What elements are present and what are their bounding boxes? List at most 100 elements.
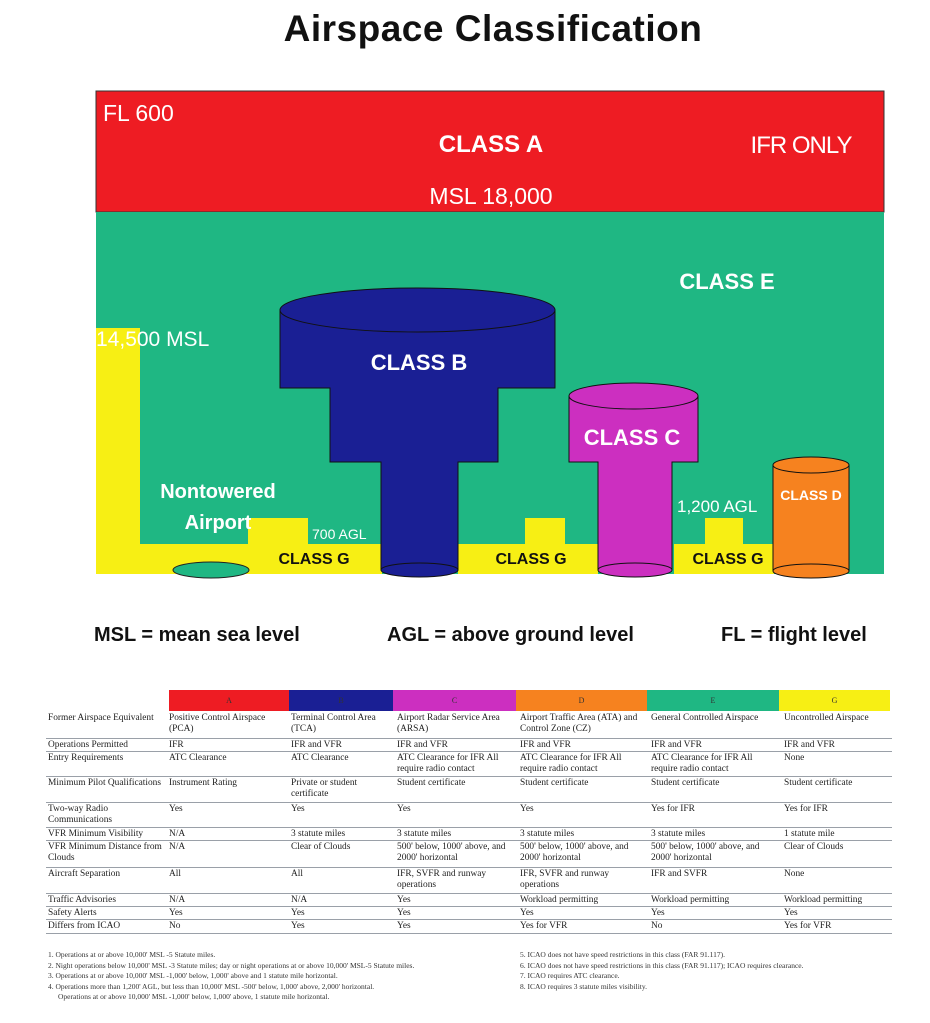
table-cell: 3 statute miles <box>291 829 346 839</box>
table-cell: Yes for VFR <box>520 921 568 931</box>
footnote: 7. ICAO requires ATC clearance. <box>520 971 620 980</box>
page-title: Airspace Classification <box>283 8 703 49</box>
table-cell: Clear of Clouds <box>784 842 844 852</box>
classification-table: Former Airspace Equivalent Positive Cont… <box>46 712 892 934</box>
class-g-layer <box>96 328 774 574</box>
table-cell: None <box>784 753 805 763</box>
table-cell: Private or student certificate <box>291 778 358 799</box>
class-e-label: CLASS E <box>679 269 774 294</box>
table-cell: N/A <box>169 842 186 852</box>
class-b-label: CLASS B <box>371 350 468 375</box>
table-cell: ATC Clearance <box>169 753 227 763</box>
class-d-label: CLASS D <box>780 487 841 503</box>
class-b-structure <box>279 287 556 578</box>
table-cell: 500' below, 1000' above, and 2000' horiz… <box>397 842 506 863</box>
row-label: Aircraft Separation <box>48 869 121 879</box>
table-cell: Workload permitting <box>651 895 730 905</box>
airspace-diagram: FL 600 CLASS A IFR ONLY MSL 18,000 CLASS… <box>95 90 885 579</box>
table-cell: IFR and VFR <box>784 740 835 750</box>
table-cell: Student certificate <box>520 778 589 788</box>
class-c-structure <box>568 382 699 578</box>
footnote: 3. Operations at or above 10,000' MSL -1… <box>48 971 338 980</box>
table-cell: Student certificate <box>784 778 853 788</box>
row-label: Safety Alerts <box>48 908 97 918</box>
table-cell: IFR and SVFR <box>651 869 708 879</box>
table-row: VFR Minimum Distance from Clouds N/A Cle… <box>46 841 892 868</box>
table-row: Two-way Radio Communications Yes Yes Yes… <box>46 803 892 828</box>
table-cell: Yes <box>169 908 183 918</box>
table-cell: 500' below, 1000' above, and 2000' horiz… <box>651 842 760 863</box>
legend-msl: MSL = mean sea level <box>94 624 300 646</box>
table-row: Differs from ICAO No Yes Yes Yes for VFR… <box>46 920 892 934</box>
table-cell: ATC Clearance for IFR All require radio … <box>651 753 753 774</box>
footnote: 1. Operations at or above 10,000' MSL -5… <box>48 950 216 959</box>
table-cell: N/A <box>291 895 308 905</box>
row-label: Differs from ICAO <box>48 921 121 931</box>
ifr-only-label: IFR ONLY <box>751 132 853 159</box>
table-cell: IFR <box>169 740 184 750</box>
table-row: Safety Alerts Yes Yes Yes Yes Yes Yes <box>46 907 892 920</box>
table-row: Operations Permitted IFR IFR and VFR IFR… <box>46 739 892 752</box>
table-cell: 3 statute miles <box>651 829 706 839</box>
footnote: 6. ICAO does not have speed restrictions… <box>520 960 804 970</box>
footnote: 5. ICAO does not have speed restrictions… <box>520 950 725 959</box>
class-a-band <box>95 90 885 213</box>
table-cell: Workload permitting <box>520 895 599 905</box>
table-cell: IFR and VFR <box>397 740 448 750</box>
table-cell: ATC Clearance <box>291 753 349 763</box>
class-a-header: A <box>169 690 289 711</box>
table-cell: IFR and VFR <box>291 740 342 750</box>
footnotes-left: 1. Operations at or above 10,000' MSL -5… <box>48 950 414 1003</box>
msl-14500-label: 14,500 MSL <box>96 328 209 351</box>
footnotes-right: 5. ICAO does not have speed restrictions… <box>520 950 803 992</box>
footnote: Operations at or above 10,000' MSL -1,00… <box>58 992 330 1001</box>
table-cell: Clear of Clouds <box>291 842 351 852</box>
table-cell: Instrument Rating <box>169 778 237 788</box>
class-e-header: E <box>647 690 779 711</box>
table-cell: Student certificate <box>397 778 466 788</box>
table-cell: Yes <box>651 908 665 918</box>
table-row: Traffic Advisories N/A N/A Yes Workload … <box>46 894 892 907</box>
nontowered-airport-disk <box>172 561 250 579</box>
row-label: Former Airspace Equivalent <box>48 713 154 723</box>
table-row: Aircraft Separation All All IFR, SVFR an… <box>46 868 892 894</box>
table-cell: Yes <box>520 804 534 814</box>
table-cell: All <box>291 869 303 879</box>
row-label: Entry Requirements <box>48 753 124 763</box>
class-g-label-1: CLASS G <box>278 551 349 568</box>
agl-700-label: 700 AGL <box>312 526 367 542</box>
table-cell: Yes <box>397 895 411 905</box>
table-cell: No <box>169 921 181 931</box>
row-label: Operations Permitted <box>48 740 128 750</box>
table-cell: Terminal Control Area (TCA) <box>291 713 376 734</box>
class-d-structure <box>772 456 850 579</box>
legend-fl: FL = flight level <box>721 624 867 646</box>
table-cell: ATC Clearance for IFR All require radio … <box>397 753 499 774</box>
table-cell: 3 statute miles <box>397 829 452 839</box>
table-row: Entry Requirements ATC Clearance ATC Cle… <box>46 752 892 777</box>
table-cell: IFR and VFR <box>520 740 571 750</box>
table-cell: Yes <box>784 908 798 918</box>
table-cell: Uncontrolled Airspace <box>784 713 869 723</box>
table-cell: Workload permitting <box>784 895 863 905</box>
table-cell: Yes for VFR <box>784 921 832 931</box>
table-cell: Airport Radar Service Area (ARSA) <box>397 713 500 734</box>
footnote: 2. Night operations below 10,000' MSL -3… <box>48 960 415 970</box>
msl-18000-label: MSL 18,000 <box>429 183 552 209</box>
table-cell: Yes <box>397 921 411 931</box>
class-c-label: CLASS C <box>584 425 681 450</box>
table-cell: Airport Traffic Area (ATA) and Control Z… <box>520 713 638 734</box>
table-row: Minimum Pilot Qualifications Instrument … <box>46 777 892 803</box>
legend-agl: AGL = above ground level <box>387 624 634 646</box>
class-b-header: B <box>289 690 393 711</box>
table-cell: IFR, SVFR and runway operations <box>397 869 487 890</box>
table-cell: Yes <box>520 908 534 918</box>
table-cell: Yes <box>291 804 305 814</box>
nontowered-label-line1: Nontowered <box>160 481 276 503</box>
class-c-header: C <box>393 690 516 711</box>
row-label: Two-way Radio Communications <box>48 804 113 825</box>
nontowered-label-line2: Airport <box>185 512 252 534</box>
table-cell: Yes <box>397 804 411 814</box>
table-cell: IFR and VFR <box>651 740 702 750</box>
class-g-header: G <box>779 690 890 711</box>
